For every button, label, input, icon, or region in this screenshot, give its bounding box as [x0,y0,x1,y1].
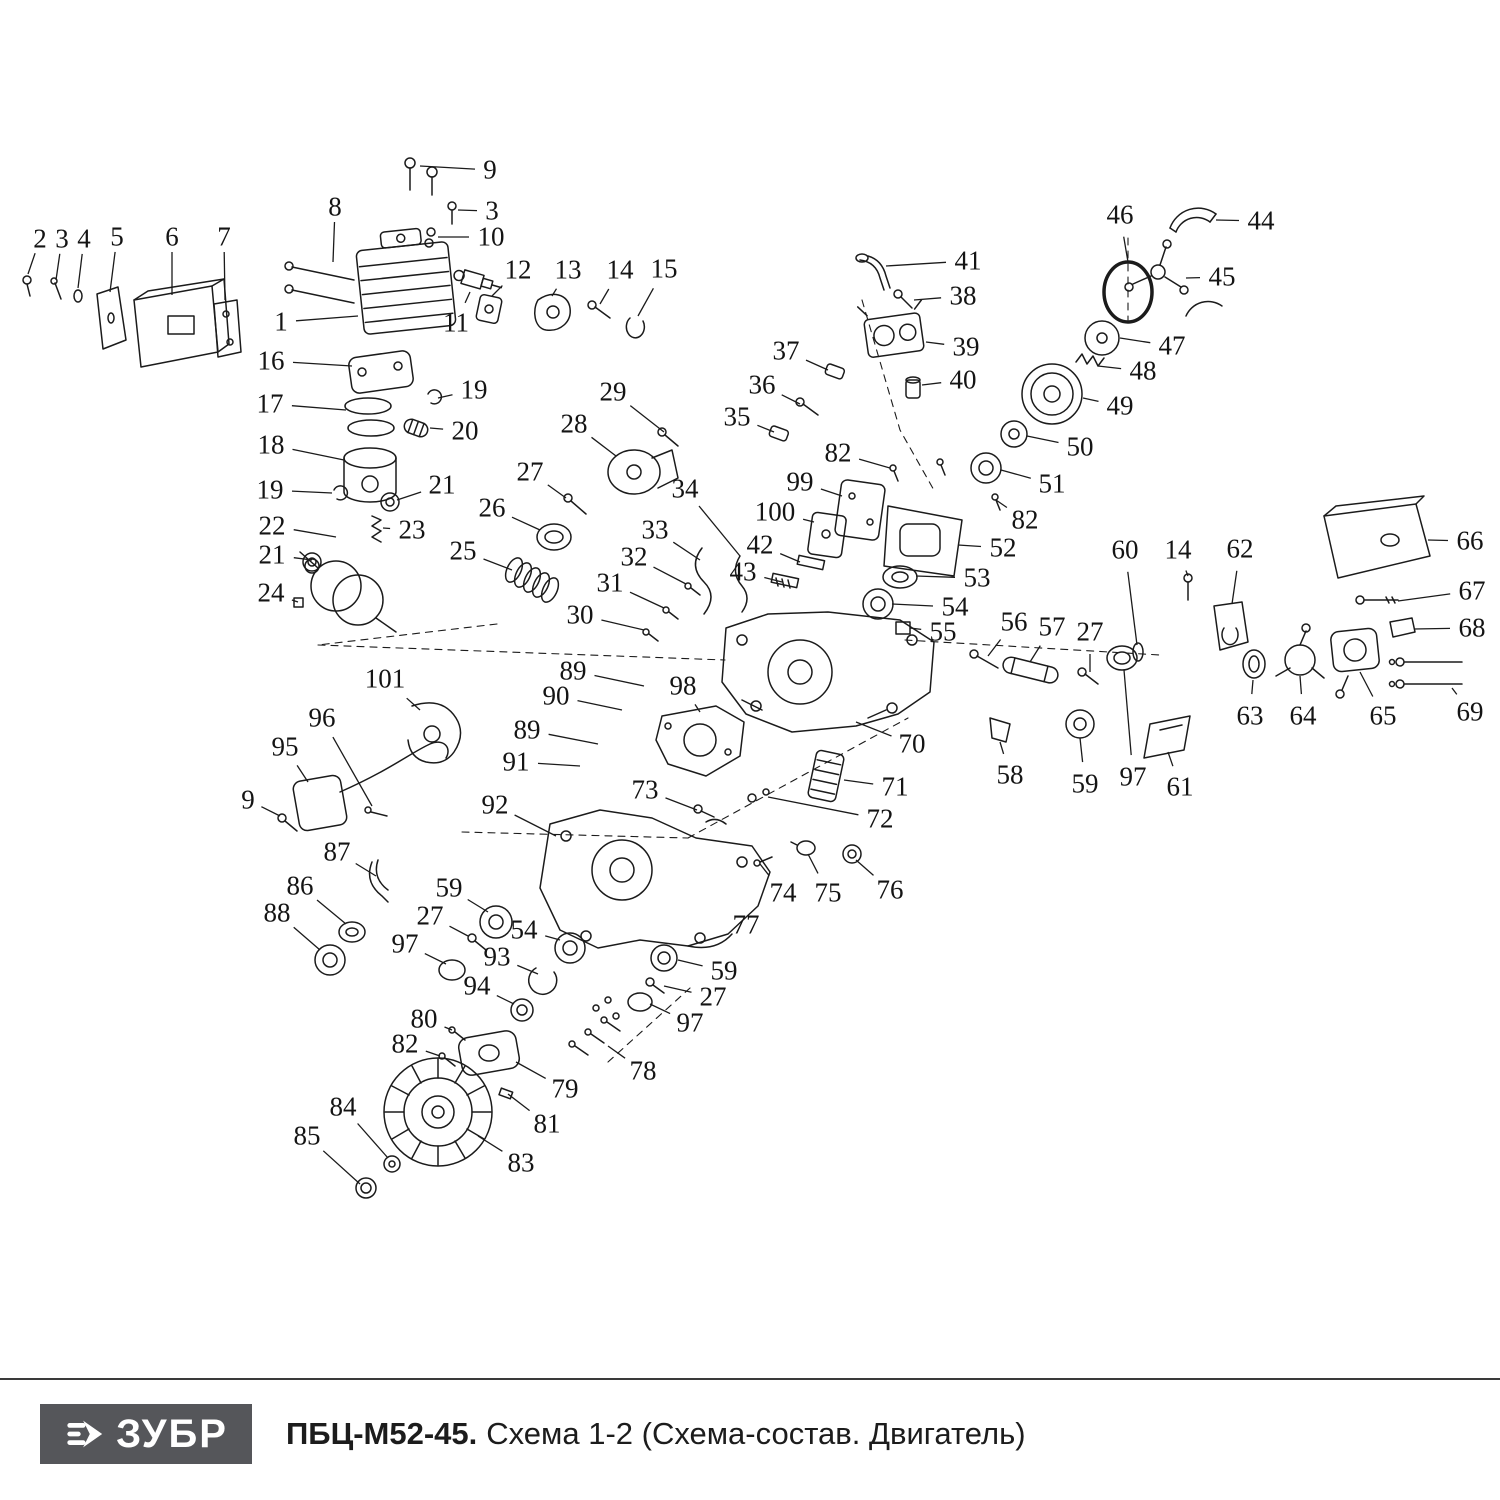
small-fasteners-2-3-4 [22,275,83,303]
screw-14 [587,300,611,319]
grip-71 [807,749,845,803]
washers-21 [302,492,400,572]
flywheel-83 [383,1057,493,1167]
plate-79-screws-80-82 [438,1026,521,1076]
right-side-parts [969,573,1380,759]
screw-27a [563,493,587,515]
scheme-title: ПБЦ-М52-45. Схема 1-2 (Схема-состав. Дви… [286,1404,1026,1464]
cylinder-gasket-16 [348,350,414,394]
crankcase-lower-92 [539,809,771,949]
rope-pulley-49 [1021,363,1083,425]
head-screws-9-3-10 [404,157,457,248]
cylinder-bolts-8 [284,261,355,304]
fasteners-74-75-76 [753,840,862,867]
needle-bearing-20 [403,418,429,438]
rewind-spring-48 [1075,353,1105,367]
crankcase-gasket-98 [655,705,745,777]
cylinder-1 [355,227,457,335]
construction-lines [317,237,1161,1063]
starter-pawl-44 [1169,207,1217,233]
gasket-12 [475,293,503,325]
muffler-gasket-5 [96,286,127,350]
starter-disc-47 [1084,320,1120,356]
brake-band-87 [368,859,389,903]
bearing-51 [970,452,1002,484]
clip-15 [625,317,646,339]
ignition-coil-95-wire-96 [277,741,449,832]
piston-rings-17 [344,397,395,437]
zubr-logo: ЗУБР [40,1404,252,1464]
screws-78 [568,1016,621,1056]
spark-plug-11 [453,269,503,290]
tensioner-screws-42-43 [770,554,826,589]
circlips-19 [333,389,443,501]
footer: ЗУБР ПБЦ-М52-45. Схема 1-2 (Схема-состав… [0,1380,1500,1500]
plates-99-100 [807,479,886,559]
handle-bracket-101 [407,702,462,764]
logo-text: ЗУБР [116,1411,228,1456]
footer-divider [0,1378,1500,1380]
elbow-pipe-41 [855,253,891,291]
air-filter-cover-66 [1323,495,1431,579]
zubr-arrow-icon [67,1420,103,1448]
muffler-gasket-7 [213,299,242,358]
carburetor-39-38-40 [856,289,925,399]
scheme-subtitle: Схема 1-2 (Схема-состав. Двигатель) [486,1416,1026,1451]
washer-86-cap-88 [314,921,366,976]
drum-bearing-cluster [438,905,678,1022]
screws-82 [889,458,1001,511]
cover-plate-52 [883,505,963,577]
oil-pump-28 [607,449,679,495]
oil-seal-26 [536,523,572,551]
washer-84-nut-85-key-81 [355,1087,514,1199]
screws-67-68-69 [1355,595,1463,689]
intake-boot-13 [533,293,571,331]
crankcase-upper-70 [721,611,935,733]
model-number: ПБЦ-М52-45. [286,1416,478,1451]
small-screws-30-31-32 [642,582,701,642]
screw-29 [657,427,679,447]
hub-50 [1000,420,1028,448]
worm-spring-25 [504,557,560,603]
starter-spider-45 [1124,239,1223,317]
spring-23 [371,515,382,543]
